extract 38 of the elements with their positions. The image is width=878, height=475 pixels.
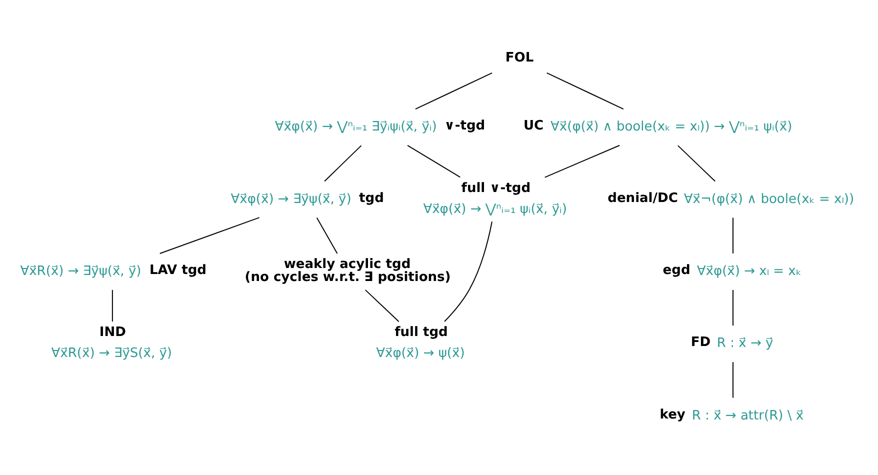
node-text: ∨-tgd (444, 118, 486, 134)
node-label: R : x⃗ → y⃗ (716, 336, 774, 352)
node-label: ∀x⃗R(x⃗) → ∃y⃗ψ(x⃗, y⃗) (20, 264, 142, 279)
node-text: full tgd (394, 325, 448, 340)
connector (444, 222, 492, 322)
node-text: key (660, 407, 686, 422)
connector (316, 218, 338, 254)
node-text: weakly acylic tgd (no cycles w.r.t. ∃ positions) (244, 256, 451, 286)
node-text: UC (523, 118, 544, 134)
connector (415, 72, 492, 110)
node-text: egd (662, 262, 690, 278)
node-label: ∀x⃗φ(x⃗) → ⋁ⁿᵢ₌₁ ψᵢ(x⃗, y⃗ᵢ) (423, 202, 567, 217)
connector (732, 362, 734, 398)
node-text: IND (99, 325, 126, 340)
connector (678, 145, 716, 182)
node-label: ∀x⃗φ(x⃗) → ⋁ⁿᵢ₌₁ ∃y⃗ᵢψᵢ(x⃗, y⃗ᵢ) (274, 120, 437, 135)
node-label: ∀x⃗¬(φ(x⃗) ∧ boole(xₖ = xₗ)) (684, 192, 854, 207)
node-label: ∀x⃗φ(x⃗) → ∃y⃗ψ(x⃗, y⃗) (230, 192, 352, 207)
node-label: ∀x⃗φ(x⃗) → xₗ = xₖ (696, 264, 802, 279)
connector (160, 217, 260, 254)
node-text: tgd (359, 190, 384, 206)
connector (732, 290, 734, 326)
node-label: R : x⃗ → attr(R) \ x⃗ (692, 408, 804, 424)
connector (546, 72, 624, 110)
node-label: ∀x⃗R(x⃗) → ∃y⃗S(x⃗, y⃗) (51, 346, 172, 362)
node-label: ∀x⃗(φ(x⃗) ∧ boole(xₖ = xₗ)) → ⋁ⁿᵢ₌₁ ψᵢ(x⃗) (550, 120, 792, 135)
node-label: ∀x⃗φ(x⃗) → ψ(x⃗) (376, 346, 465, 362)
connector (324, 145, 362, 182)
connector (407, 144, 460, 178)
connector (112, 290, 113, 322)
node-text: LAV tgd (150, 262, 206, 278)
node-text: full ∨-tgd (461, 180, 531, 196)
node-text: FD (690, 335, 711, 350)
connector (732, 218, 734, 254)
node-text: denial/DC (608, 190, 678, 206)
connector (544, 144, 620, 178)
node-text: FOL (505, 50, 534, 66)
connector (365, 290, 400, 322)
